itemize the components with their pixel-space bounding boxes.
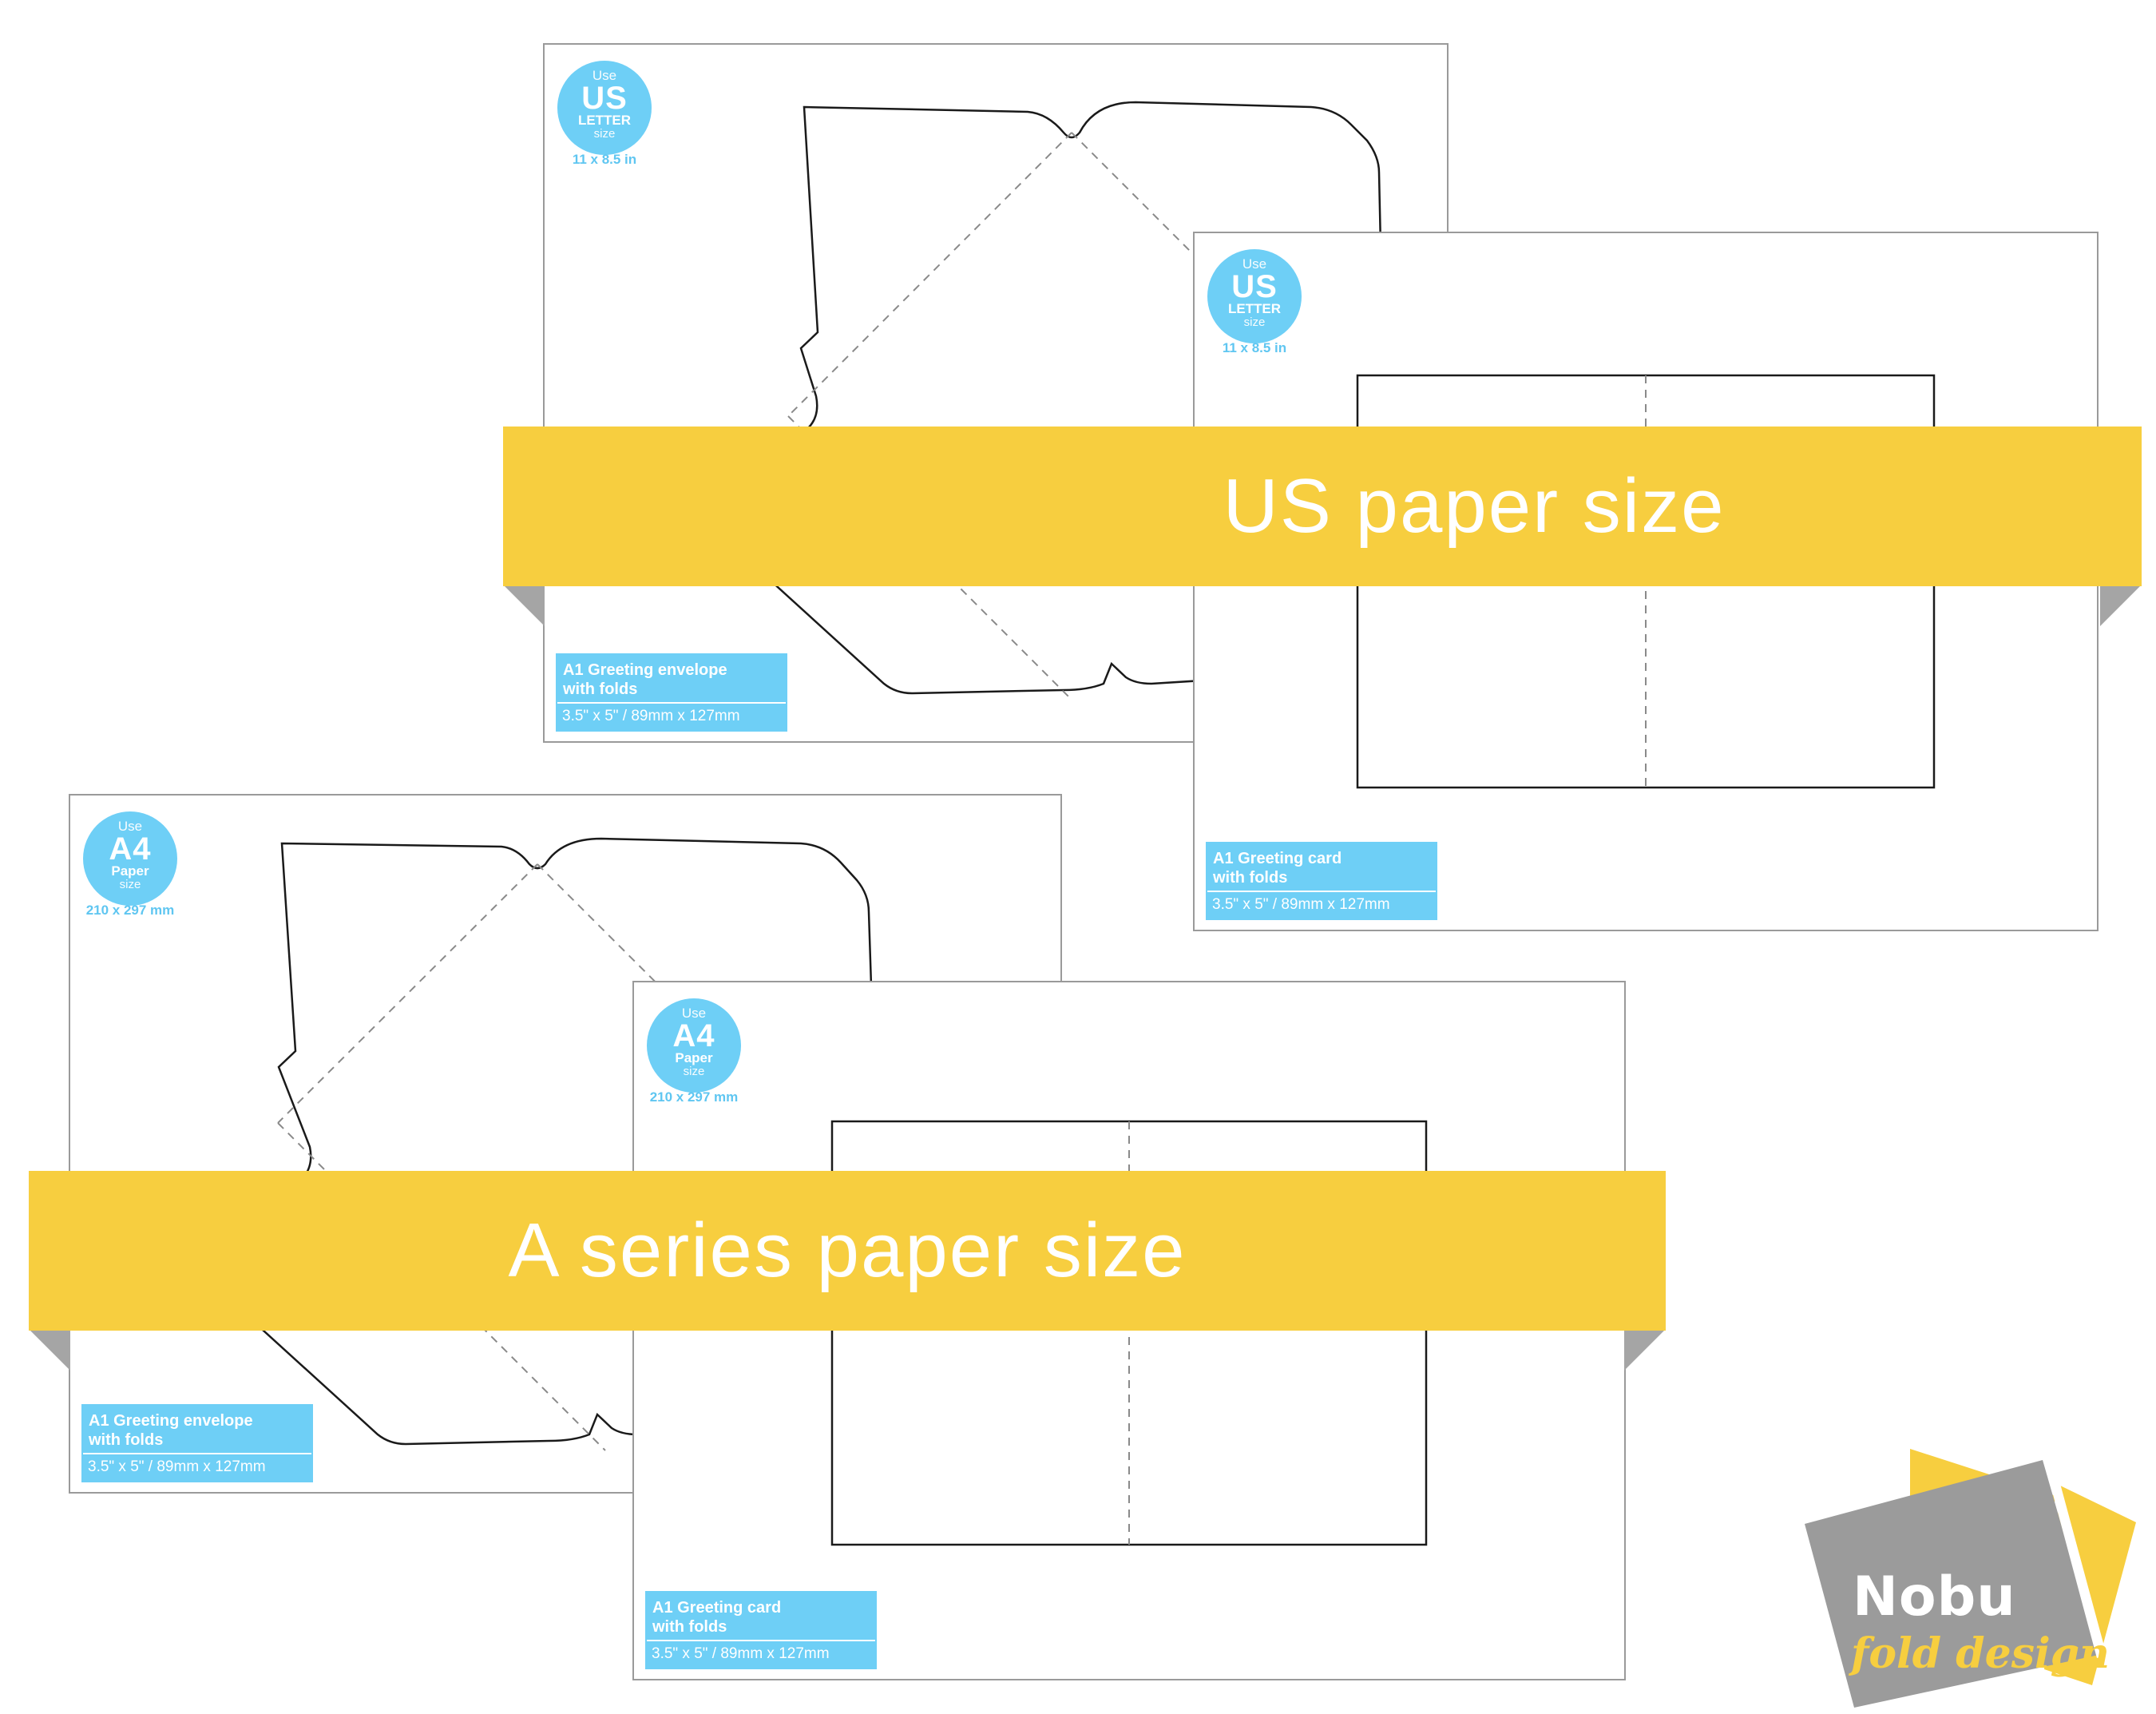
badge-use-text: Use <box>592 68 617 83</box>
a-series-paper-size-banner: A series paper size <box>29 1171 1666 1331</box>
logo-name: Nobu <box>1853 1565 2016 1629</box>
a4-envelope-label: A1 Greeting envelope with folds 3.5" x 5… <box>81 1404 313 1482</box>
badge-sub-text: LETTER <box>577 113 632 128</box>
label-title: A1 Greeting envelope with folds <box>563 661 727 698</box>
us-envelope-size-badge: Use US LETTER size <box>557 61 652 155</box>
a-ribbon-fold-right <box>1624 1329 1666 1371</box>
a-ribbon-fold-left <box>29 1329 70 1371</box>
logo-tagline: fold design <box>1851 1629 2110 1678</box>
card-template-outline <box>830 1120 1428 1546</box>
a4-card-sheet: Use A4 Paper size 210 x 297 mm A1 Greeti… <box>632 981 1626 1680</box>
us-paper-size-banner: US paper size <box>503 427 2142 586</box>
a4-envelope-dimensions: 210 x 297 mm <box>85 903 175 918</box>
banner-title: US paper size <box>1223 463 1726 549</box>
us-ribbon-fold-right <box>2100 585 2142 626</box>
a4-card-label: A1 Greeting card with folds 3.5" x 5" / … <box>645 1591 877 1669</box>
a4-card-dimensions: 210 x 297 mm <box>649 1089 739 1105</box>
badge-main-text: US <box>581 81 628 116</box>
us-ribbon-fold-left <box>503 585 545 626</box>
banner-title: A series paper size <box>508 1208 1187 1293</box>
us-envelope-label: A1 Greeting envelope with folds 3.5" x 5… <box>556 653 787 732</box>
us-card-size-badge: Use US LETTER size <box>1207 249 1302 343</box>
nobu-fold-design-logo-mark <box>1805 1449 2136 1708</box>
a4-envelope-size-badge: Use A4 Paper size <box>83 811 177 906</box>
us-card-label: A1 Greeting card with folds 3.5" x 5" / … <box>1206 842 1437 920</box>
a4-card-size-badge: Use A4 Paper size <box>647 998 741 1093</box>
label-size: 3.5" x 5" / 89mm x 127mm <box>557 702 786 729</box>
us-envelope-dimensions: 11 x 8.5 in <box>572 152 637 167</box>
us-card-dimensions: 11 x 8.5 in <box>1222 340 1287 355</box>
badge-size-text: size <box>593 127 616 141</box>
